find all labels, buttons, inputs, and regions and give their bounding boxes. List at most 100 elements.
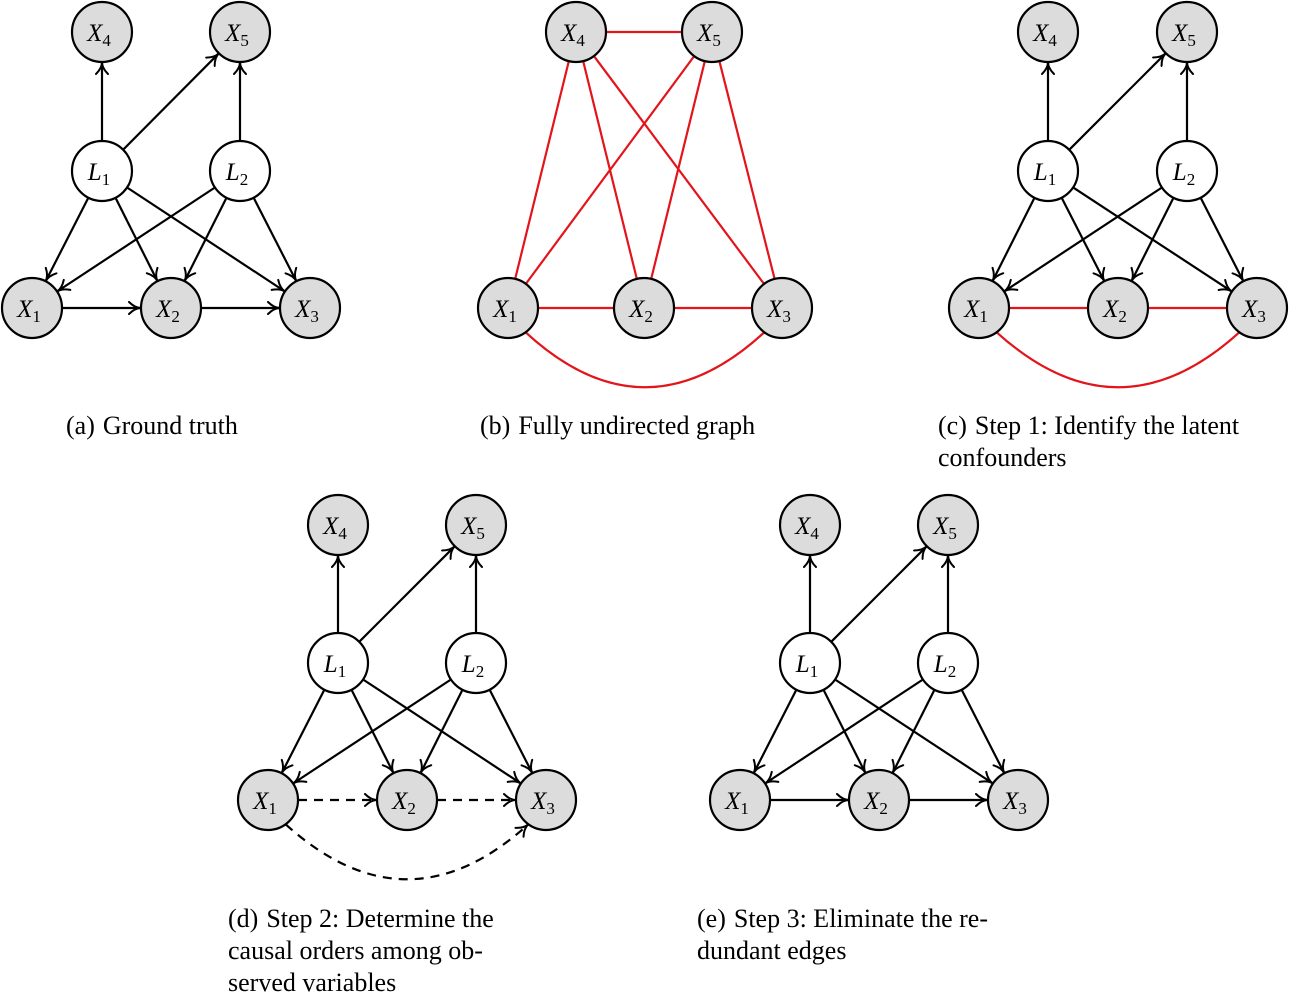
edge-l1-x5 bbox=[830, 545, 928, 643]
panel-d-edges bbox=[280, 545, 534, 881]
node-x4-label: X4 bbox=[86, 20, 111, 50]
node-x3-label: X3 bbox=[530, 788, 555, 818]
node-l1-circle bbox=[1016, 139, 1080, 203]
caption-d: (d)Step 2: Determine the causal orders a… bbox=[228, 903, 590, 999]
edge-l1-x1 bbox=[44, 197, 90, 282]
edge-l2-x1 bbox=[292, 678, 452, 785]
node-x5: X5 bbox=[916, 493, 980, 557]
node-x1: X1 bbox=[708, 768, 772, 832]
node-x4-label: X4 bbox=[794, 513, 819, 543]
caption-e-tag: (e) bbox=[697, 904, 726, 933]
edge-l1-x5 bbox=[1068, 52, 1167, 151]
node-x2-label: X2 bbox=[155, 296, 180, 326]
node-x1-circle bbox=[236, 768, 300, 832]
node-x2-circle bbox=[847, 768, 911, 832]
node-x5-label: X5 bbox=[696, 20, 721, 50]
node-x1-circle bbox=[0, 276, 64, 340]
caption-e: (e)Step 3: Eliminate the re- dundant edg… bbox=[697, 903, 1067, 967]
panel-b-edges bbox=[514, 30, 776, 389]
edge-x5-x3 bbox=[718, 60, 776, 280]
node-l2-label: L2 bbox=[1172, 159, 1195, 189]
caption-c-text: Step 1: Identify the latent confounders bbox=[938, 411, 1240, 472]
node-l1-label: L1 bbox=[1033, 159, 1056, 189]
node-l2-label: L2 bbox=[461, 651, 484, 681]
edge-l1-x5 bbox=[358, 545, 456, 643]
edge-l2-x2 bbox=[1130, 197, 1175, 282]
edge-l2-x3 bbox=[252, 197, 298, 282]
edge-l2-x3 bbox=[488, 689, 534, 774]
node-l1: L1 bbox=[70, 139, 134, 203]
edge-l2-x2 bbox=[183, 197, 228, 282]
edge-x5-x2 bbox=[650, 60, 706, 280]
edge-l1-x1 bbox=[991, 197, 1036, 282]
node-x1-label: X1 bbox=[16, 296, 41, 326]
node-x1-label: X1 bbox=[252, 788, 277, 818]
node-x4-label: X4 bbox=[322, 513, 347, 543]
node-x2: X2 bbox=[375, 768, 439, 832]
node-l2-circle bbox=[1155, 139, 1219, 203]
panel-a-edges bbox=[44, 52, 298, 315]
node-x5: X5 bbox=[680, 0, 744, 64]
node-l2-circle bbox=[916, 631, 980, 695]
node-x2: X2 bbox=[847, 768, 911, 832]
node-x3: X3 bbox=[1225, 276, 1289, 340]
node-x2-circle bbox=[1086, 276, 1150, 340]
node-x5-label: X5 bbox=[460, 513, 485, 543]
node-x4-circle bbox=[778, 493, 842, 557]
panel-c-edges bbox=[991, 52, 1245, 389]
node-x4-label: X4 bbox=[1032, 20, 1057, 50]
node-x2-label: X2 bbox=[391, 788, 416, 818]
node-x5: X5 bbox=[1155, 0, 1219, 64]
edge-l1-x1 bbox=[752, 689, 798, 774]
node-x5-circle bbox=[1155, 0, 1219, 64]
edge-l2-x1 bbox=[764, 678, 924, 785]
node-x4-circle bbox=[70, 0, 134, 64]
caption-b-tag: (b) bbox=[480, 411, 511, 440]
node-x3-circle bbox=[750, 276, 814, 340]
node-x3: X3 bbox=[514, 768, 578, 832]
node-x4-circle bbox=[306, 493, 370, 557]
node-x2-label: X2 bbox=[1102, 296, 1127, 326]
node-x5-circle bbox=[916, 493, 980, 557]
edge-x4-x1 bbox=[514, 60, 570, 280]
node-x5-label: X5 bbox=[224, 20, 249, 50]
caption-a-text: Ground truth bbox=[102, 411, 238, 440]
edge-l2-x2 bbox=[419, 689, 464, 774]
caption-d-tag: (d) bbox=[228, 904, 259, 933]
node-x5-label: X5 bbox=[1171, 20, 1196, 50]
node-x4: X4 bbox=[70, 0, 134, 64]
node-x4: X4 bbox=[544, 0, 608, 64]
node-l1-label: L1 bbox=[795, 651, 818, 681]
node-x3: X3 bbox=[986, 768, 1050, 832]
edge-x1-x3-curved bbox=[524, 331, 766, 389]
edge-l2-x1 bbox=[56, 186, 216, 293]
node-x5-circle bbox=[680, 0, 744, 64]
node-x2-circle bbox=[612, 276, 676, 340]
node-l2: L2 bbox=[1155, 139, 1219, 203]
caption-e-line-1: (e)Step 3: Eliminate the re- bbox=[697, 904, 989, 933]
node-l1: L1 bbox=[306, 631, 370, 695]
node-x3-label: X3 bbox=[1002, 788, 1027, 818]
caption-c-tag: (c) bbox=[938, 411, 967, 440]
node-l1-label: L1 bbox=[323, 651, 346, 681]
node-x1-label: X1 bbox=[724, 788, 749, 818]
node-x3: X3 bbox=[278, 276, 342, 340]
caption-e-line-2: dundant edges bbox=[697, 936, 847, 965]
node-l1-label: L1 bbox=[87, 159, 110, 189]
node-x1: X1 bbox=[947, 276, 1011, 340]
node-x5: X5 bbox=[208, 0, 272, 64]
node-x2: X2 bbox=[139, 276, 203, 340]
node-x1-circle bbox=[708, 768, 772, 832]
caption-d-line-2: causal orders among ob- bbox=[228, 936, 483, 965]
node-x3-circle bbox=[986, 768, 1050, 832]
caption-a-tag: (a) bbox=[66, 411, 95, 440]
node-l2-circle bbox=[444, 631, 508, 695]
node-x1: X1 bbox=[236, 768, 300, 832]
node-x3-circle bbox=[514, 768, 578, 832]
node-x2-circle bbox=[375, 768, 439, 832]
